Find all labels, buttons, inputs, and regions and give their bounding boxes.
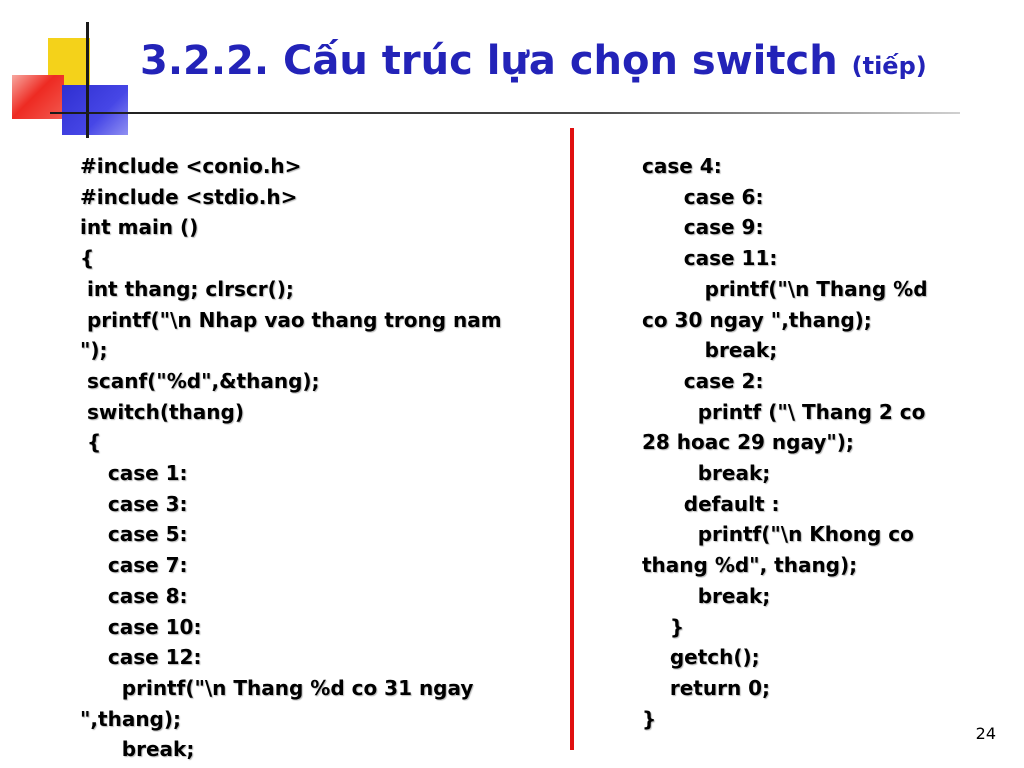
code-line: break; [642,461,771,486]
code-line: printf("\n Nhap vao thang trong nam [80,307,502,332]
page-number: 24 [975,724,996,743]
code-line: ",thang); [80,706,182,731]
slide-title-main: 3.2.2. Cấu trúc lựa chọn switch [140,38,838,84]
code-line: #include <stdio.h> [80,184,298,209]
code-line: case 6: [642,184,764,209]
code-line: printf ("\ Thang 2 co [642,399,926,424]
code-line: default : [642,491,780,516]
code-line: printf("\n Khong co [642,522,914,547]
code-line: case 11: [642,246,778,271]
title-underline [50,112,960,114]
code-line: int thang; clrscr(); [80,276,294,301]
code-line: } [642,614,685,639]
code-line: 28 hoac 29 ngay"); [642,430,854,455]
code-line: thang %d", thang); [642,553,858,578]
code-line: case 4: [642,154,722,178]
code-line: case 1: [80,461,188,486]
code-line: getch(); [642,645,760,670]
code-line: #include <conio.h> [80,154,302,178]
code-line: break; [80,737,195,762]
code-line: switch(thang) [80,399,244,424]
code-line: { [80,430,102,455]
code-line: { [80,246,95,271]
code-line: } [642,706,657,731]
code-line: case 2: [642,368,764,393]
code-block-left: #include <conio.h> #include <stdio.h> in… [80,151,568,765]
code-block-right: case 4: case 6: case 9: case 11: printf(… [642,151,1012,734]
code-line: case 12: [80,645,202,670]
logo-blue-square [62,85,128,135]
logo-vertical-line [86,22,89,138]
column-divider [570,128,574,750]
code-line: case 8: [80,583,188,608]
slide-title-sub: (tiếp) [851,52,927,80]
code-line: break; [642,338,778,363]
code-line: printf("\n Thang %d co 31 ngay [80,675,474,700]
code-line: case 3: [80,491,188,516]
code-line: case 10: [80,614,202,639]
code-line: case 9: [642,215,764,240]
code-line: co 30 ngay ",thang); [642,307,872,332]
code-line: case 5: [80,522,188,547]
code-line: case 7: [80,553,188,578]
code-line: printf("\n Thang %d [642,276,928,301]
code-line: "); [80,338,108,363]
code-line: scanf("%d",&thang); [80,368,320,393]
code-line: break; [642,583,771,608]
slide-title: 3.2.2. Cấu trúc lựa chọn switch (tiếp) [140,38,927,84]
code-line: int main () [80,215,199,240]
logo-red-square [12,75,64,119]
code-line: return 0; [642,675,771,700]
